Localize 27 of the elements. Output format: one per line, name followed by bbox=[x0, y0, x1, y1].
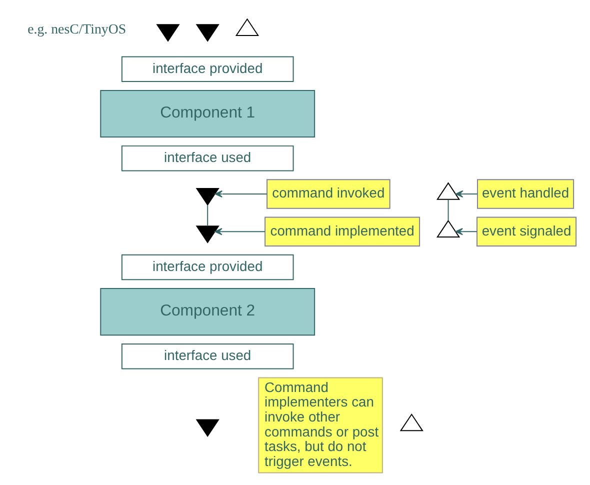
node-triangle bbox=[436, 220, 460, 238]
node-box: command implemented bbox=[264, 216, 420, 246]
node-box: interface provided bbox=[120, 254, 294, 280]
arrow bbox=[214, 228, 265, 236]
arrow bbox=[454, 228, 477, 236]
node-box: interface provided bbox=[120, 56, 294, 82]
label: e.g. nesC/TinyOS bbox=[27, 22, 126, 37]
node-box: interface used bbox=[120, 145, 294, 172]
arrow bbox=[214, 190, 267, 198]
node-triangle bbox=[195, 226, 219, 244]
node-triangle bbox=[399, 413, 423, 432]
connector bbox=[447, 199, 448, 222]
node-triangle bbox=[436, 182, 460, 200]
node-box: Command implementers can invoke other commands or post tasks, but do not trigger events. bbox=[258, 377, 382, 474]
node-box: event handled bbox=[476, 179, 574, 209]
node-box: interface used bbox=[120, 344, 294, 370]
connector bbox=[206, 204, 208, 227]
node-triangle bbox=[156, 24, 180, 42]
node-triangle bbox=[195, 24, 219, 42]
node-box: event signaled bbox=[476, 216, 576, 246]
node-box: command invoked bbox=[266, 179, 390, 209]
arrow bbox=[454, 190, 478, 198]
node-triangle bbox=[195, 419, 219, 438]
node-triangle bbox=[195, 188, 219, 206]
node-box: Component 1 bbox=[100, 90, 315, 138]
node-box: Component 2 bbox=[100, 288, 315, 336]
node-triangle bbox=[234, 18, 259, 36]
